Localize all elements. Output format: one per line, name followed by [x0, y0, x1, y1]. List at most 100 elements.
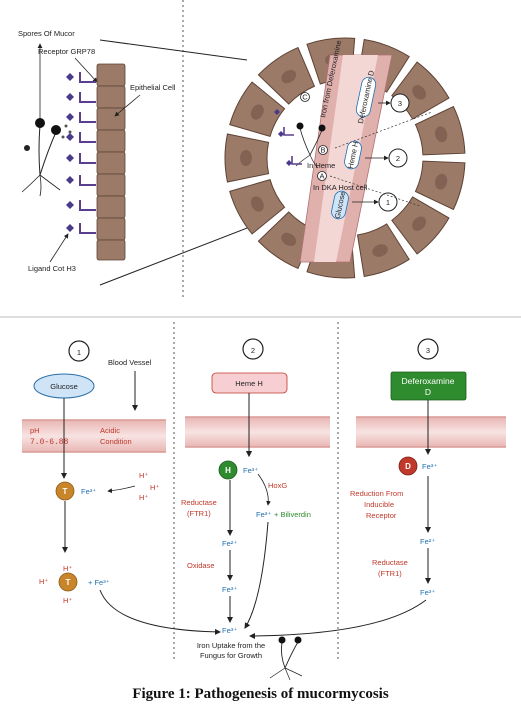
svg-text:1: 1: [386, 198, 390, 207]
h-circle: [218, 460, 238, 480]
p3-to-uptake-arrow: [249, 599, 427, 639]
panel-2-number: 2: [242, 338, 264, 360]
p3-vessel-band: [356, 417, 506, 447]
zoom-line-bottom: [99, 224, 256, 286]
defer-box-line2: D: [425, 387, 431, 397]
cell-nucleus: [434, 126, 448, 143]
inner-fungus-icon: [295, 122, 326, 169]
biliverdin-label: + Biliverdin: [274, 510, 311, 519]
in-dka-label: In DKA Host cell: [313, 183, 368, 192]
svg-text:C: C: [302, 93, 308, 102]
p3-reduction-1: Reduction From: [350, 489, 403, 498]
ph-range: 7.0-6.88: [30, 438, 69, 447]
receptor-column: [66, 72, 96, 234]
svg-text:H: H: [225, 466, 231, 475]
marker-b: B: [318, 145, 328, 155]
cell-nucleus: [281, 232, 297, 247]
ligand-label: Ligand Cot H3: [28, 264, 76, 273]
cell-nucleus: [412, 216, 427, 231]
epithelial-cell-stack: [96, 63, 126, 261]
receptor-arrow: [74, 57, 98, 83]
epithelial-label: Epithelial Cell: [130, 83, 176, 92]
p1-h-1: H⁺: [139, 471, 148, 480]
p2-vessel-band: [185, 417, 330, 447]
d-circle: [398, 456, 418, 476]
callout-3: 3: [378, 93, 410, 113]
svg-text:1: 1: [77, 348, 81, 357]
svg-text:D: D: [405, 462, 411, 471]
ph-label: pH: [30, 426, 40, 435]
svg-text:3: 3: [426, 346, 430, 355]
p3-fe3: Fe³⁺: [422, 462, 437, 471]
cell-nucleus: [434, 173, 448, 190]
p2-fe3: Fe³⁺: [243, 466, 258, 475]
heme-box-label: Heme H: [235, 379, 263, 388]
p1-h-arrow: [107, 485, 136, 494]
p1-to-uptake-arrow: [99, 589, 221, 635]
glucose-label: Glucose: [50, 382, 78, 391]
cell-nucleus: [240, 150, 252, 166]
inner-receptors: [274, 109, 292, 166]
p3-ftr1: (FTR1): [378, 569, 402, 578]
cell-nucleus: [250, 196, 264, 212]
panel-1-number: 1: [68, 340, 90, 362]
p1-h-bottom: H⁺: [63, 596, 72, 605]
vessel-pill-glucose: Glucose: [331, 191, 349, 219]
dashed-ref-1: [334, 111, 433, 149]
cell-nucleus: [250, 104, 264, 120]
receptor-label: Receptor GRP78: [38, 47, 95, 56]
hoxg-label: HoxG: [268, 481, 287, 490]
t-circle-2: [58, 572, 78, 592]
callout-2: 2: [365, 148, 408, 168]
p2-oxidase: Oxidase: [187, 561, 215, 570]
svg-text:T: T: [63, 487, 68, 496]
p1-h-2: H⁺: [150, 483, 159, 492]
p1-plus-fe3: + Fe³⁺: [88, 578, 110, 587]
acidic-label: Acidic: [100, 426, 120, 435]
svg-text:B: B: [320, 146, 325, 155]
hoxg-arrow: [257, 473, 271, 506]
p3-reductase: Reductase: [372, 558, 408, 567]
p3-fe2: Fe²⁺: [420, 537, 435, 546]
zoom-line-top: [99, 39, 248, 61]
p2-fe2: Fe²⁺: [222, 539, 237, 548]
marker-a: A: [317, 171, 327, 181]
spores-label: Spores Of Mucor: [18, 29, 75, 38]
ligand-arrow: [49, 233, 69, 263]
vessel-pill-heme: Heme H: [344, 141, 362, 169]
uptake-fe3: Fe³⁺: [222, 626, 237, 635]
p3-reduction-2: Inducible: [364, 500, 394, 509]
uptake-label-1: Iron Uptake from the: [197, 641, 265, 650]
p2-fe3-bili: Fe³⁺: [256, 510, 271, 519]
epithelial-arrow: [114, 94, 141, 117]
marker-c: C: [300, 92, 310, 102]
defer-box-line1: Deferoxamine: [402, 376, 455, 386]
p2-ftr1: (FTR1): [187, 509, 211, 518]
bili-to-uptake-arrow: [244, 521, 269, 629]
svg-text:T: T: [66, 578, 71, 587]
panel-3-number: 3: [417, 338, 439, 360]
p3-fe3b: Fe³⁺: [420, 588, 435, 597]
condition-label: Condition: [100, 437, 132, 446]
p2-fe3b: Fe³⁺: [222, 585, 237, 594]
svg-text:3: 3: [398, 99, 402, 108]
cell-nucleus: [281, 69, 297, 84]
p1-fe3: Fe³⁺: [81, 487, 96, 496]
in-heme-label: In Heme: [307, 161, 335, 170]
callout-1: 1: [352, 192, 398, 212]
bottom-fungus-icon: [269, 636, 303, 681]
p1-h-3: H⁺: [139, 493, 148, 502]
cell-nucleus: [372, 244, 388, 257]
mucor-fungus-icon: [21, 118, 72, 197]
p2-reductase: Reductase: [181, 498, 217, 507]
uptake-label-2: Fungus for Growth: [200, 651, 262, 660]
svg-text:A: A: [319, 172, 324, 181]
p1-h-left: H⁺: [39, 577, 48, 586]
p1-h-top: H⁺: [63, 564, 72, 573]
svg-text:2: 2: [251, 346, 255, 355]
blood-vessel-label: Blood Vessel: [108, 358, 152, 367]
figure-caption: Figure 1: Pathogenesis of mucormycosis: [132, 686, 389, 702]
p1-vessel-band: [22, 420, 166, 452]
t-circle-1: [55, 481, 75, 501]
